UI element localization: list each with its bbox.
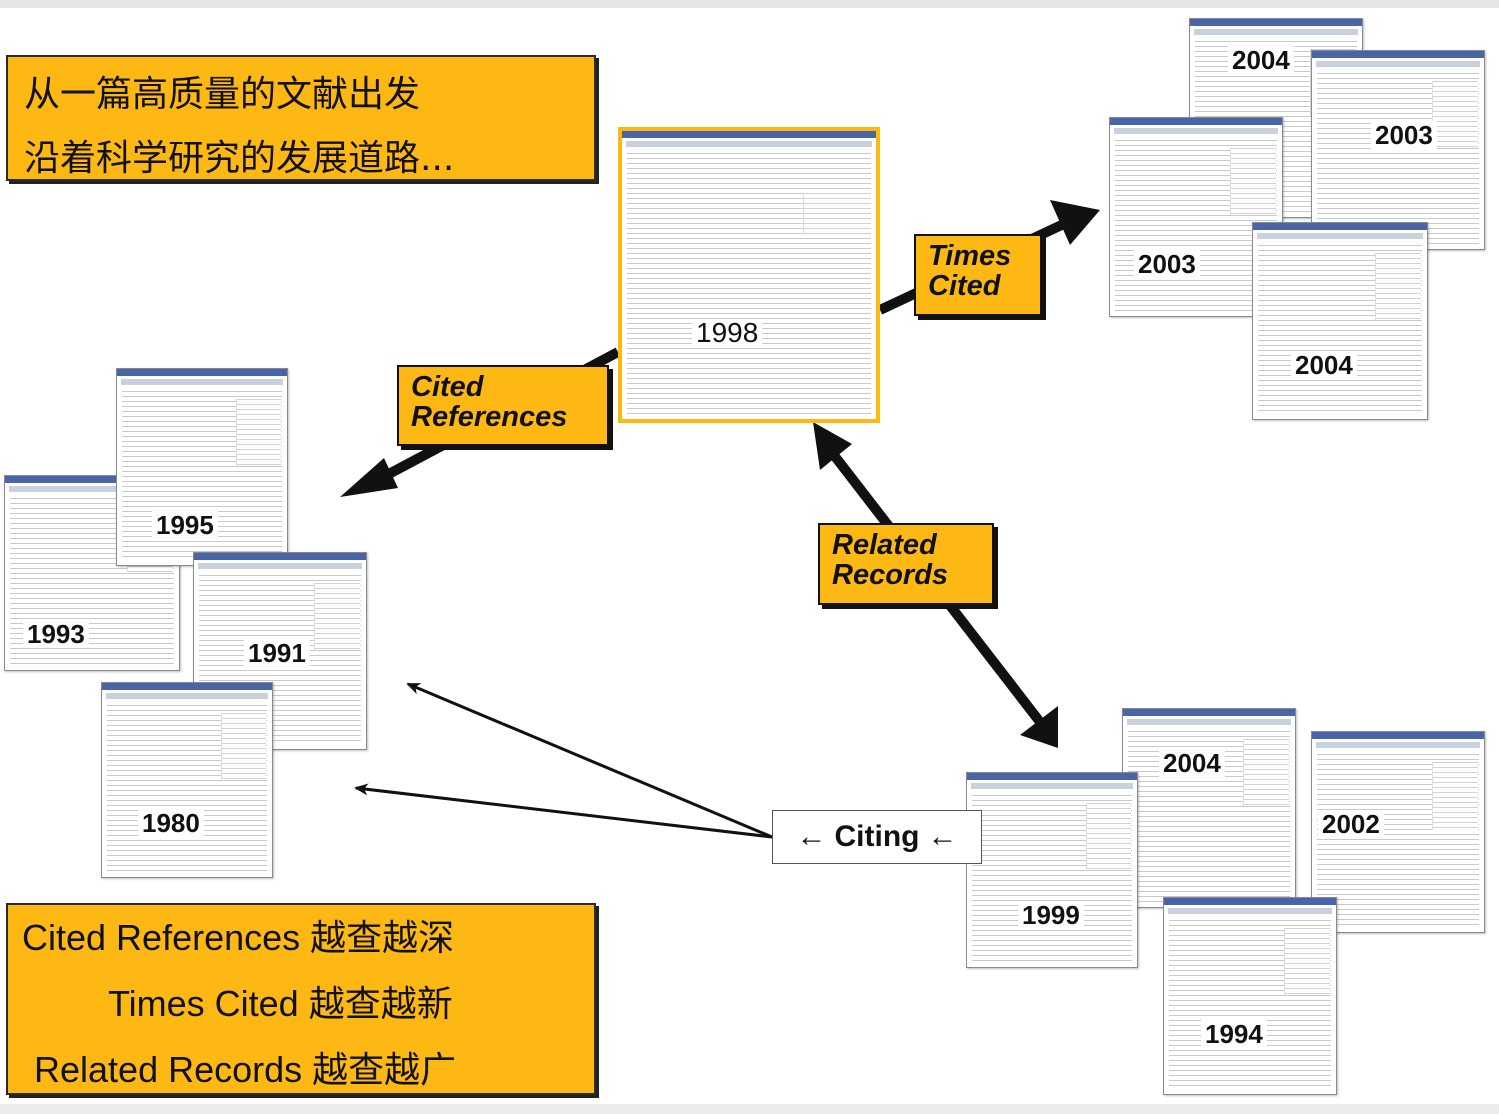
citing-arrow-2 (354, 783, 773, 839)
year-label: 2004 (1291, 351, 1357, 379)
citing-label: Citing (834, 820, 920, 853)
year-label: 1998 (692, 319, 763, 347)
document-1991: 1991 (193, 552, 367, 750)
citing-box: ← Citing ← (772, 810, 982, 864)
times-cited-label-line-2: Cited (928, 270, 1001, 302)
intro-line-1: 从一篇高质量的文献出发 (24, 74, 421, 115)
times-cited-label-line-1: Times (928, 240, 1012, 272)
year-label: 1999 (1018, 901, 1084, 929)
year-label: 2002 (1318, 810, 1384, 838)
related-records-arrowhead-up (813, 422, 852, 470)
document-2004-bottom: 2004 (1252, 222, 1428, 420)
related-records-arrowhead-down (1020, 706, 1058, 748)
year-label: 2004 (1228, 46, 1294, 74)
year-label: 1980 (138, 809, 204, 837)
left-arrow-icon: ← (796, 820, 827, 853)
summary-line-1: Cited References 越查越深 (22, 917, 455, 958)
summary-line-2: Times Cited 越查越新 (108, 983, 453, 1024)
year-label: 1993 (23, 620, 89, 648)
intro-box: 从一篇高质量的文献出发 沿着科学研究的发展道路... (6, 55, 596, 181)
year-label: 1995 (152, 511, 218, 539)
year-label: 2003 (1134, 250, 1200, 278)
document-1980: 1980 (101, 682, 273, 878)
year-label: 2003 (1371, 121, 1437, 149)
document-2003-right: 2003 (1311, 50, 1485, 250)
citing-arrow-1 (406, 682, 773, 839)
related-records-label-line-2: Records (832, 559, 949, 591)
cited-references-arrowhead (340, 458, 398, 497)
year-label: 1991 (244, 639, 310, 667)
summary-line-3: Related Records 越查越广 (34, 1049, 457, 1090)
related-records-label-line-1: Related (832, 529, 937, 561)
document-1994: 1994 (1163, 897, 1337, 1095)
top-border (0, 0, 1499, 8)
cited-references-label-line-1: Cited (411, 371, 484, 403)
left-arrow-icon: ← (927, 820, 958, 853)
related-records-label: Related Records (818, 523, 994, 605)
bottom-border (0, 1104, 1499, 1114)
cited-references-label-line-2: References (411, 401, 568, 433)
times-cited-arrowhead (1050, 200, 1100, 245)
document-1995: 1995 (116, 368, 288, 566)
times-cited-label: Times Cited (914, 234, 1042, 316)
document-2002: 2002 (1311, 731, 1485, 933)
year-label: 1994 (1201, 1020, 1267, 1048)
document-2003-left: 2003 (1109, 117, 1283, 317)
summary-box: Cited References 越查越深 Times Cited 越查越新 R… (6, 903, 596, 1095)
document-1999: 1999 (966, 772, 1138, 968)
year-label: 2004 (1159, 749, 1225, 777)
cited-references-label: Cited References (397, 365, 609, 446)
document-2004-related: 2004 (1122, 708, 1296, 908)
main-document-1998: 1998 (618, 127, 880, 423)
intro-line-2: 沿着科学研究的发展道路... (24, 138, 455, 179)
